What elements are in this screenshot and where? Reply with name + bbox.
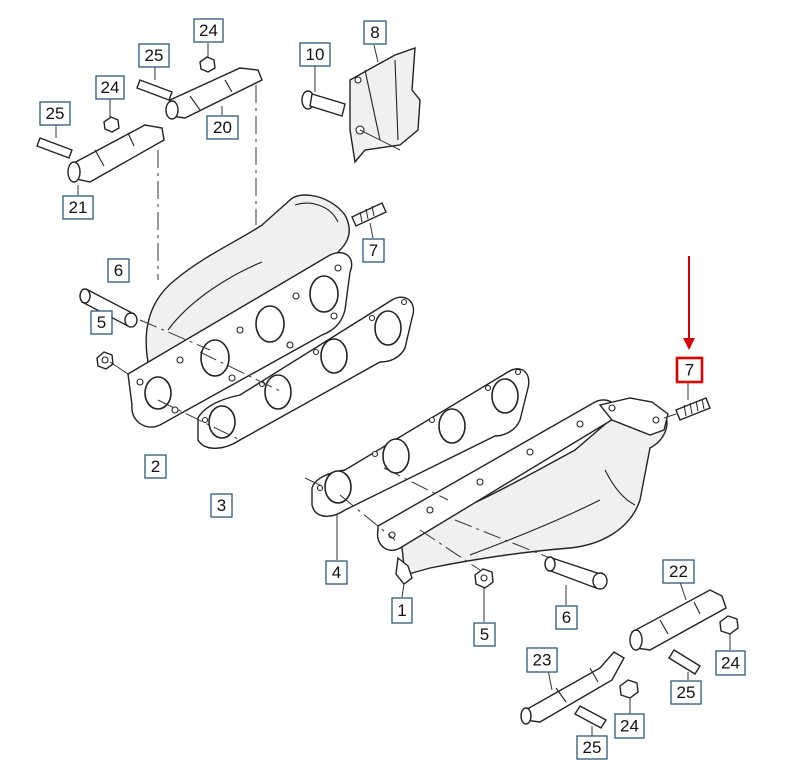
svg-text:2: 2 xyxy=(151,457,160,476)
callout-10: 10 xyxy=(299,42,331,67)
svg-text:24: 24 xyxy=(721,654,740,673)
svg-text:4: 4 xyxy=(332,563,341,582)
svg-text:24: 24 xyxy=(101,78,120,97)
stud-25-right-upper xyxy=(668,649,701,675)
bracket-21 xyxy=(67,124,165,183)
svg-text:3: 3 xyxy=(217,496,226,515)
callout-25-right-lower: 25 xyxy=(576,735,608,760)
stud-6-left xyxy=(79,288,138,328)
callout-5-right: 5 xyxy=(473,622,496,647)
callout-24-top: 24 xyxy=(193,18,224,43)
callout-24-top-left: 24 xyxy=(95,75,125,100)
right-exhaust-manifold xyxy=(376,397,669,585)
svg-text:25: 25 xyxy=(677,683,696,702)
callout-23: 23 xyxy=(526,647,558,673)
svg-text:7: 7 xyxy=(685,361,694,380)
stud-25-left xyxy=(36,137,73,159)
svg-text:24: 24 xyxy=(199,21,218,40)
heat-shield-8 xyxy=(349,46,421,164)
highlight-arrow xyxy=(683,256,695,350)
nut-5-left xyxy=(96,351,114,370)
stud-25-upper xyxy=(136,79,173,101)
svg-text:6: 6 xyxy=(562,608,571,627)
callout-7-left: 7 xyxy=(362,238,385,263)
svg-text:20: 20 xyxy=(213,118,232,137)
callout-7-right-highlighted: 7 xyxy=(675,356,704,384)
nut-24-upper xyxy=(199,56,216,73)
stud-25-right-lower xyxy=(574,705,607,729)
right-manifold-gasket xyxy=(311,368,530,517)
callout-25-top-left: 25 xyxy=(39,101,71,126)
bolt-10 xyxy=(301,90,346,117)
svg-text:25: 25 xyxy=(583,738,602,757)
nut-24-left xyxy=(103,116,120,133)
callout-6-left: 6 xyxy=(107,258,130,283)
svg-text:22: 22 xyxy=(669,562,688,581)
svg-text:6: 6 xyxy=(114,261,123,280)
svg-text:8: 8 xyxy=(370,23,379,42)
callout-24-right-upper: 24 xyxy=(715,650,746,676)
callout-6-right: 6 xyxy=(555,605,578,630)
svg-text:25: 25 xyxy=(145,46,164,65)
callout-24-right-lower: 24 xyxy=(614,713,645,739)
stud-7-left xyxy=(351,202,387,227)
callout-1: 1 xyxy=(391,597,413,624)
svg-text:1: 1 xyxy=(397,601,406,620)
bracket-22 xyxy=(629,589,727,651)
nut-24-right-upper xyxy=(719,615,739,635)
callout-25-right-upper: 25 xyxy=(670,680,702,705)
callout-25-top: 25 xyxy=(138,43,170,68)
nut-5-right xyxy=(474,568,494,589)
callout-3: 3 xyxy=(210,493,233,518)
svg-text:25: 25 xyxy=(46,104,65,123)
svg-text:7: 7 xyxy=(369,241,378,260)
svg-text:24: 24 xyxy=(620,717,639,736)
callout-20: 20 xyxy=(206,115,239,140)
callout-8: 8 xyxy=(363,20,387,45)
svg-text:5: 5 xyxy=(480,625,489,644)
bracket-20 xyxy=(165,67,263,120)
left-manifold-gasket xyxy=(197,296,415,449)
svg-text:5: 5 xyxy=(97,313,106,332)
callout-21: 21 xyxy=(62,195,94,220)
svg-text:23: 23 xyxy=(533,651,552,670)
svg-text:21: 21 xyxy=(69,198,88,217)
svg-text:10: 10 xyxy=(306,45,325,64)
stud-7-right xyxy=(675,397,711,421)
stud-6-right xyxy=(544,556,608,590)
bracket-23 xyxy=(520,651,625,725)
callout-5-left: 5 xyxy=(90,310,113,335)
callout-22: 22 xyxy=(662,559,695,584)
nut-24-right-lower xyxy=(619,679,639,699)
left-exhaust-manifold xyxy=(127,194,353,428)
callout-2: 2 xyxy=(144,454,167,479)
callout-4: 4 xyxy=(325,560,348,585)
